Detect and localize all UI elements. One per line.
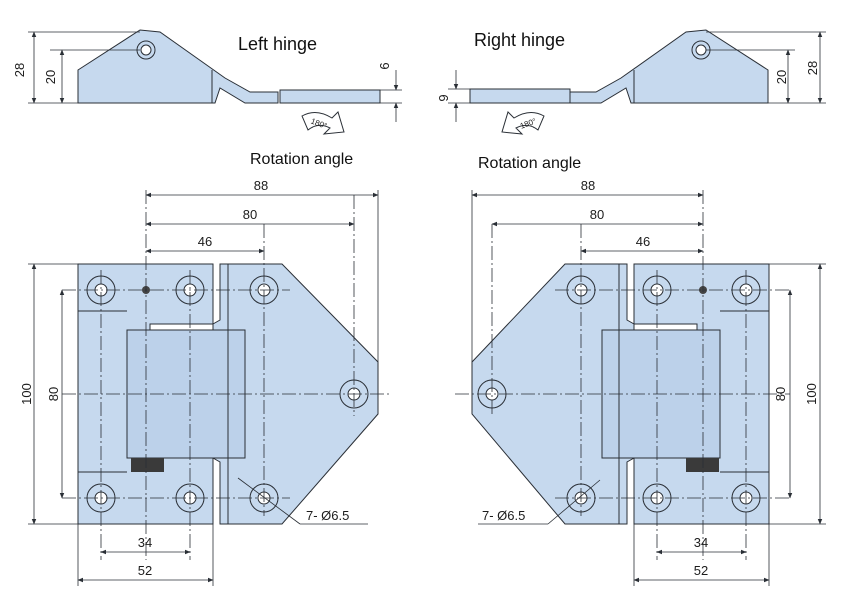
left-dim-100: 100 <box>19 383 34 405</box>
right-dim-46: 46 <box>636 234 650 249</box>
right-dim-34: 34 <box>694 535 708 550</box>
right-side-dim-thickness: 9 <box>436 94 451 101</box>
right-dim-52: 52 <box>694 563 708 578</box>
left-plan-spring <box>131 458 164 472</box>
left-rotation-label: Rotation angle <box>250 151 353 168</box>
right-plan-view: 88 80 46 34 52 80 100 7- Ø6.5 <box>455 178 826 586</box>
left-dim-80: 80 <box>243 207 257 222</box>
right-dim-100: 100 <box>804 383 819 405</box>
left-side-dim-thickness: 6 <box>377 62 392 69</box>
left-rotation-arrow-icon: 180° <box>301 111 345 135</box>
left-dim-46: 46 <box>198 234 212 249</box>
right-dim-80: 80 <box>590 207 604 222</box>
left-side-view: 28 20 6 <box>12 29 402 122</box>
left-holes-note: 7- Ø6.5 <box>306 508 349 523</box>
left-dim-88: 88 <box>254 178 268 193</box>
left-side-leaf <box>279 89 381 104</box>
right-dim-80-vertical: 80 <box>773 387 788 401</box>
left-dim-34: 34 <box>138 535 152 550</box>
left-side-dim-20: 20 <box>43 70 58 84</box>
right-plan-spring <box>686 458 719 472</box>
right-hinge-title: Right hinge <box>474 30 565 50</box>
left-plan-view: 88 80 46 34 52 100 80 7- Ø6.5 <box>19 178 392 586</box>
left-dim-52: 52 <box>138 563 152 578</box>
right-rotation-label: Rotation angle <box>478 155 581 172</box>
right-side-dim-28: 28 <box>805 61 820 75</box>
right-side-dim-20: 20 <box>774 70 789 84</box>
right-holes-note: 7- Ø6.5 <box>482 508 525 523</box>
right-side-view: 20 28 9 <box>436 29 826 122</box>
right-side-body <box>569 29 769 104</box>
left-hinge-title: Left hinge <box>238 34 317 54</box>
left-side-body <box>77 29 279 104</box>
left-dim-80-vertical: 80 <box>46 387 61 401</box>
right-rotation-arrow-icon: 180° <box>501 111 545 135</box>
right-dim-88: 88 <box>581 178 595 193</box>
left-side-dim-28: 28 <box>12 63 27 77</box>
right-side-leaf <box>469 88 571 104</box>
